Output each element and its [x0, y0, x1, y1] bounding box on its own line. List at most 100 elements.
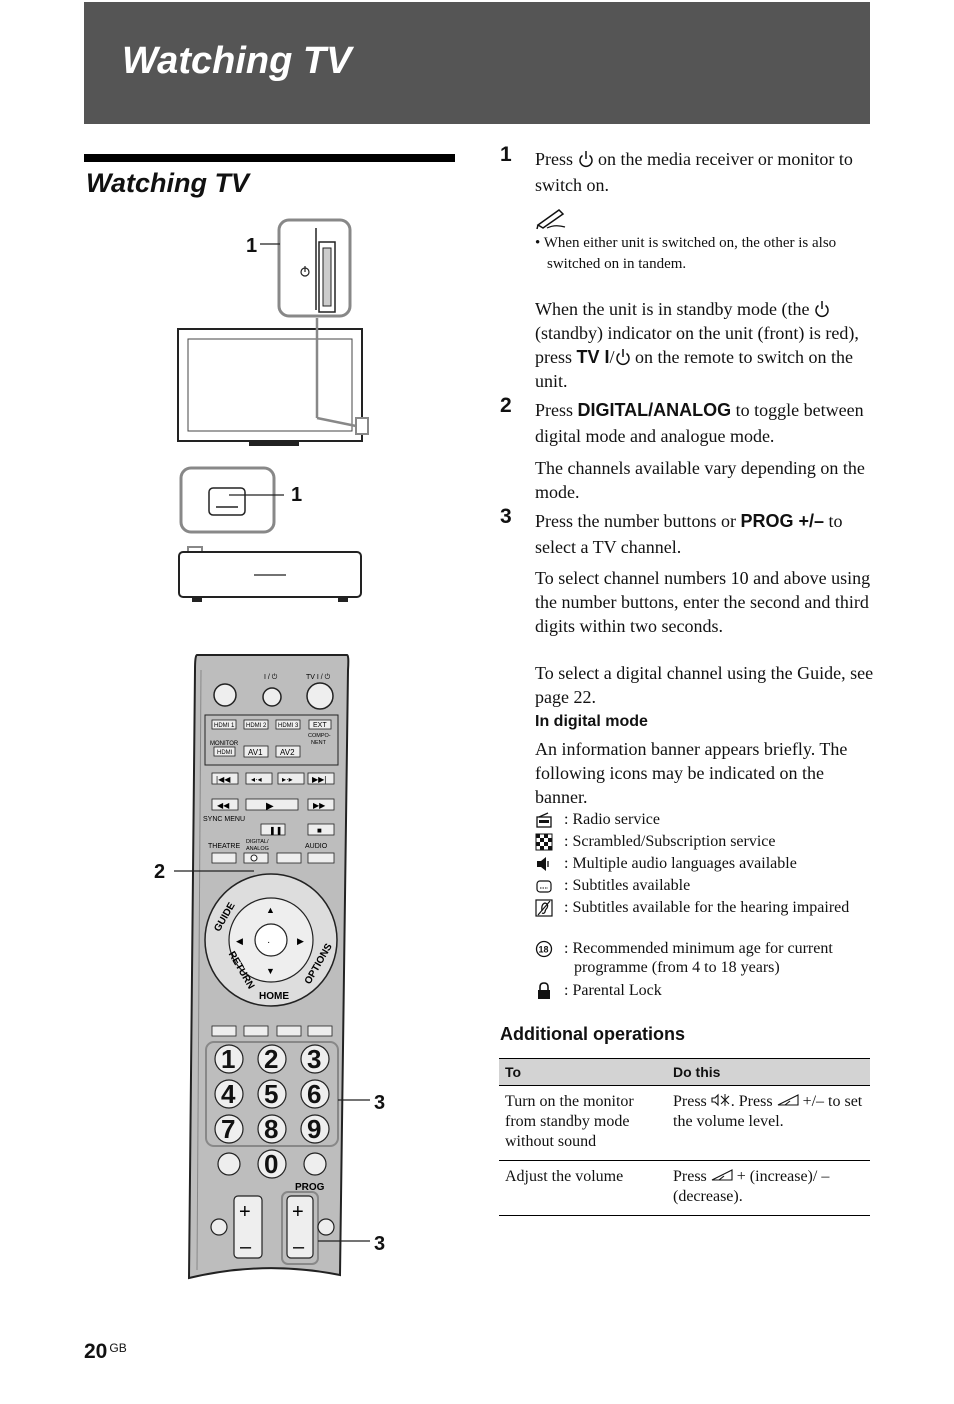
svg-text:3: 3 — [307, 1044, 321, 1074]
svg-text:HOME: HOME — [259, 991, 289, 1002]
svg-text:ANALOG: ANALOG — [246, 846, 269, 852]
step-3: 3 Press the number buttons or PROG +/– t… — [500, 505, 880, 560]
note-text: • When either unit is switched on, the o… — [535, 235, 837, 272]
table-cell: Adjust the volume — [499, 1160, 667, 1216]
svg-text:◀: ◀ — [236, 936, 243, 946]
volume-icon — [711, 1169, 733, 1181]
svg-text:▶: ▶ — [297, 936, 304, 946]
table-header: Do this — [667, 1058, 870, 1086]
volume-icon — [777, 1094, 799, 1106]
svg-text:0: 0 — [264, 1149, 278, 1179]
icon-row-scrambled: : Scrambled/Subscription service — [535, 832, 875, 851]
monitor-illustration — [177, 318, 369, 446]
additional-operations-title: Additional operations — [500, 1024, 686, 1044]
power-icon — [578, 151, 593, 168]
standby-paragraph: When the unit is in standby mode (the (s… — [535, 299, 859, 391]
svg-text:6: 6 — [307, 1079, 321, 1109]
step-number: 1 — [500, 143, 512, 166]
subtitle-icon — [536, 880, 552, 893]
mute-icon — [711, 1093, 730, 1107]
svg-text:HDMI 1: HDMI 1 — [214, 723, 235, 729]
svg-text:·: · — [267, 937, 270, 948]
pencil-note-icon — [536, 209, 566, 230]
step-number: 3 — [500, 505, 512, 528]
callout-3a: 3 — [374, 1092, 385, 1114]
svg-text:▸·▸: ▸·▸ — [282, 775, 293, 784]
step-number: 2 — [500, 394, 512, 417]
svg-text:AV1: AV1 — [248, 748, 263, 757]
step-2: 2 Press DIGITAL/ANALOG to toggle between… — [500, 394, 880, 449]
table-row: Adjust the volume Press + (increase)/ – … — [499, 1160, 870, 1216]
svg-text:▼: ▼ — [266, 966, 275, 976]
svg-text:▶▶|: ▶▶| — [312, 775, 326, 784]
step-text: Press DIGITAL/ANALOG to toggle between d… — [535, 400, 864, 446]
monitor-power-zoom: 1 — [246, 218, 352, 318]
svg-text:◀◀: ◀◀ — [217, 801, 230, 810]
svg-text:■: ■ — [317, 826, 322, 835]
svg-text:▲: ▲ — [266, 905, 275, 915]
table-cell: Turn on the monitor from standby mode wi… — [499, 1085, 667, 1161]
remote-illustration: I / ⏻ TV I / ⏻ HDMI 1 HDMI 2 HDMI 3 EXT … — [154, 654, 385, 1280]
svg-text:+: + — [292, 1201, 304, 1223]
svg-text:1: 1 — [221, 1044, 235, 1074]
table-header: To — [499, 1058, 667, 1086]
svg-text:COMPO-: COMPO- — [308, 733, 331, 739]
power-icon — [615, 349, 630, 366]
svg-text:EXT: EXT — [313, 722, 327, 729]
icon-row-radio: : Radio service — [535, 810, 875, 829]
svg-text:AUDIO: AUDIO — [305, 843, 328, 850]
digital-mode-intro: An information banner appears briefly. T… — [535, 739, 848, 807]
icon-row-subtitles: : Subtitles available — [535, 876, 875, 895]
svg-text:7: 7 — [221, 1114, 235, 1144]
additional-operations-table: To Do this Turn on the monitor from stan… — [499, 1058, 870, 1216]
svg-text:◂·◂: ◂·◂ — [251, 775, 262, 784]
step3-paragraph-1: To select channel numbers 10 and above u… — [535, 568, 871, 636]
svg-text:TV I / ⏻: TV I / ⏻ — [306, 673, 331, 681]
media-receiver-illustration — [178, 546, 362, 602]
svg-text:2: 2 — [264, 1044, 278, 1074]
receiver-power-zoom: 1 — [179, 466, 302, 534]
age-18-icon: 18 — [535, 940, 553, 958]
svg-text:I / ⏻: I / ⏻ — [264, 673, 278, 681]
callout-3b: 3 — [374, 1233, 385, 1255]
svg-text:9: 9 — [307, 1114, 321, 1144]
svg-text:–: – — [293, 1236, 305, 1258]
icon-row-lock: : Parental Lock — [535, 981, 875, 1000]
digital-mode-heading: In digital mode — [535, 713, 648, 730]
svg-text:4: 4 — [221, 1079, 236, 1109]
callout-1b: 1 — [291, 484, 302, 506]
table-cell: Press + (increase)/ – (decrease). — [667, 1160, 870, 1216]
radio-icon — [536, 812, 552, 828]
icon-row-speaker: : Multiple audio languages available — [535, 854, 875, 873]
svg-text:HDMI 2: HDMI 2 — [246, 723, 267, 729]
svg-text:▶▶: ▶▶ — [313, 801, 326, 810]
section-title: Watching TV — [86, 168, 250, 198]
table-cell: Press . Press +/– to set the volume leve… — [667, 1085, 870, 1161]
callout-2: 2 — [154, 861, 165, 883]
power-icon — [815, 301, 829, 318]
svg-text:MONITOR: MONITOR — [210, 741, 239, 747]
icon-row-age: 18 : Recommended minimum age for current… — [535, 939, 875, 977]
svg-text:+: + — [239, 1201, 251, 1223]
svg-text:18: 18 — [539, 945, 549, 955]
step-1: 1 Press on the media receiver or monitor… — [500, 143, 880, 198]
svg-text:HDMI 3: HDMI 3 — [278, 723, 299, 729]
header-band — [84, 2, 870, 124]
step2-paragraph: The channels available vary depending on… — [535, 458, 865, 502]
step-text: Press the number buttons or PROG +/– to … — [535, 511, 843, 557]
svg-text:5: 5 — [264, 1079, 278, 1109]
svg-text:▶: ▶ — [266, 801, 274, 812]
icon-row-hearing: : Subtitles available for the hearing im… — [535, 898, 875, 917]
svg-text:AV2: AV2 — [280, 748, 295, 757]
svg-text:PROG: PROG — [295, 1182, 325, 1193]
speaker-icon — [537, 857, 549, 871]
page-title: Watching TV — [122, 40, 352, 82]
svg-text:THEATRE: THEATRE — [208, 843, 240, 850]
svg-text:HDMI: HDMI — [217, 750, 233, 756]
svg-text:8: 8 — [264, 1114, 278, 1144]
svg-text:❚❚: ❚❚ — [269, 826, 282, 835]
tv-remote-illustration: 1 1 I / ⏻ TV I / ⏻ HDMI 1 HDMI 2 HDMI 3 — [154, 218, 385, 1280]
svg-text:DIGITAL/: DIGITAL/ — [246, 839, 269, 845]
table-header-row: To Do this — [499, 1058, 870, 1086]
